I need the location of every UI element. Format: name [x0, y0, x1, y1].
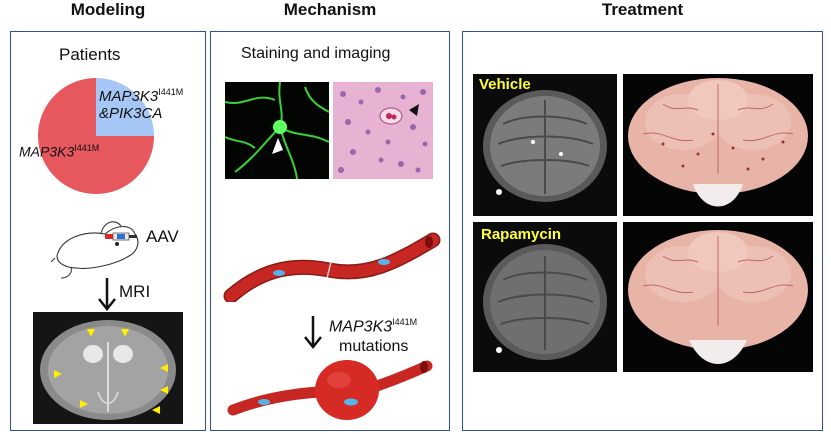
- aav-label: AAV: [146, 227, 179, 246]
- mri-lesion-arrow-icon: [54, 370, 62, 378]
- mri-lesion-arrow-icon: [87, 329, 95, 337]
- mri-lesion-arrow-icon: [160, 364, 168, 372]
- treatment-panel: Vehicle Rapamycin: [462, 31, 823, 431]
- staining-title: Staining and imaging: [241, 45, 391, 62]
- syringe-icon: [105, 232, 137, 241]
- pie-label-map3k3: MAP3K3I441M: [19, 143, 100, 160]
- mouse-injection-illustration: [51, 221, 139, 279]
- down-arrow-icon: [304, 316, 322, 349]
- mutation-label: MAP3K3I441M mutations: [329, 317, 418, 356]
- rapamycin-label: Rapamycin: [481, 226, 562, 243]
- mri-lesion-arrow-icon: [160, 386, 168, 394]
- normal-vessel-illustration: [223, 232, 441, 302]
- rapamycin-mri-image: [473, 222, 617, 372]
- header-modeling: Modeling: [70, 0, 146, 19]
- patients-title: Patients: [59, 45, 121, 64]
- down-arrow-icon: [98, 278, 116, 311]
- mri-lesion-arrow-icon: [121, 329, 129, 337]
- mri-lesion-arrow-icon: [80, 400, 88, 408]
- malformed-vessel-illustration: [227, 360, 433, 420]
- header-treatment: Treatment: [601, 0, 684, 19]
- vehicle-label: Vehicle: [479, 76, 531, 93]
- pie-slice-map3k3-pik3ca: [96, 78, 154, 136]
- mechanism-panel: Staining and imaging: [210, 31, 450, 431]
- mri-brain-image: [33, 312, 183, 424]
- mri-label: MRI: [119, 282, 151, 301]
- modeling-panel: Patients MAP3K3I441M &PIK3CA MAP3K3I441M…: [10, 31, 206, 431]
- rapamycin-brain-photo: [623, 222, 813, 372]
- histology-image: [333, 82, 433, 179]
- fluorescence-image: [225, 82, 329, 179]
- vehicle-mri-image: [473, 74, 617, 216]
- pie-slice-map3k3: [38, 78, 154, 194]
- header-mechanism: Mechanism: [283, 0, 377, 19]
- pie-label-map3k3-pik3ca: MAP3K3I441M &PIK3CA: [99, 87, 184, 122]
- patients-pie-chart: [38, 78, 154, 194]
- vehicle-brain-photo: [623, 74, 813, 216]
- mri-lesion-arrow-icon: [152, 406, 160, 414]
